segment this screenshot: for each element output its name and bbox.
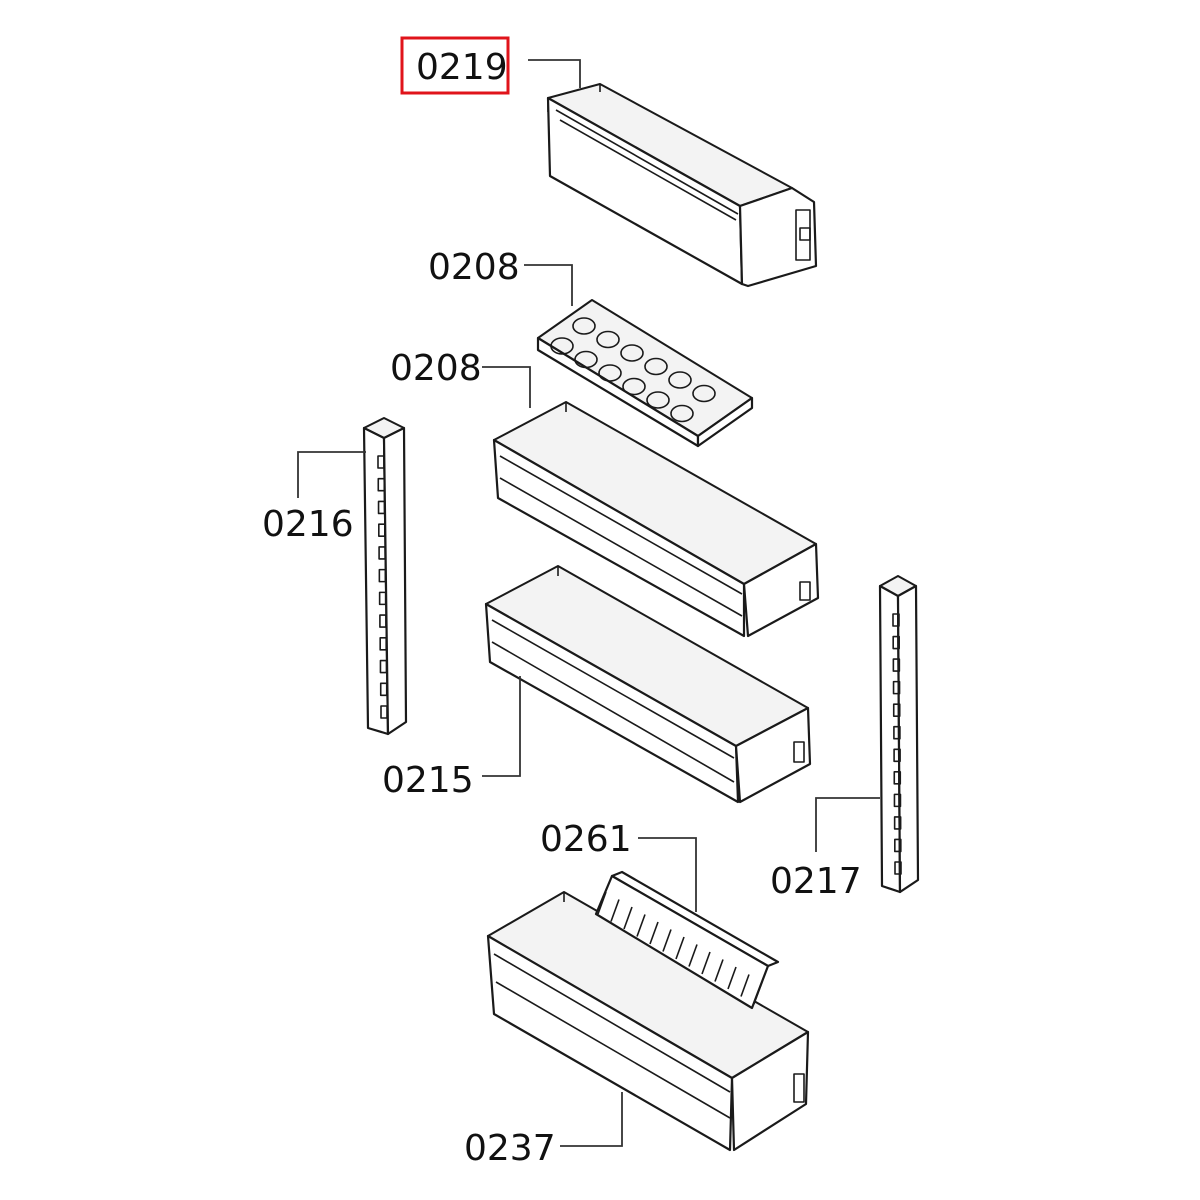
comb-tooth bbox=[662, 929, 672, 952]
rail-slots bbox=[377, 455, 388, 719]
egg-hole bbox=[646, 391, 670, 409]
rail-slot bbox=[893, 725, 901, 740]
callout-0208-shelf[interactable]: 0208 bbox=[390, 348, 482, 389]
callout-0261[interactable]: 0261 bbox=[540, 819, 632, 860]
callout-0216[interactable]: 0216 bbox=[262, 504, 354, 545]
callout-labels: 0219 0208 0208 0216 0215 0261 0217 0237 bbox=[262, 47, 862, 1169]
leader-0237 bbox=[560, 1092, 623, 1147]
comb-tooth bbox=[623, 906, 633, 930]
rail-slot bbox=[378, 591, 387, 606]
comb-teeth bbox=[597, 891, 763, 1005]
part-0219-compartment[interactable] bbox=[546, 83, 818, 288]
rail-slot bbox=[893, 816, 902, 830]
rail-slots bbox=[892, 613, 902, 875]
egg-hole bbox=[692, 384, 716, 403]
leader-0219 bbox=[528, 59, 581, 88]
rail-slot bbox=[377, 477, 386, 492]
part-0261-bottle-holder[interactable] bbox=[594, 870, 780, 1010]
egg-hole bbox=[622, 377, 646, 396]
comb-tooth bbox=[714, 959, 724, 982]
rail-slot bbox=[892, 635, 900, 650]
egg-hole bbox=[574, 350, 598, 369]
part-0208-egg-tray[interactable] bbox=[536, 299, 754, 448]
part-0237-door-shelf[interactable] bbox=[486, 891, 810, 1152]
callout-0237[interactable]: 0237 bbox=[464, 1128, 556, 1169]
comb-tooth bbox=[649, 921, 659, 945]
comb-tooth bbox=[701, 951, 711, 975]
egg-holes bbox=[550, 317, 716, 423]
egg-hole bbox=[572, 317, 596, 335]
rail-slot bbox=[380, 705, 388, 719]
comb-tooth bbox=[688, 944, 698, 967]
callout-0208-egg-tray[interactable]: 0208 bbox=[428, 247, 520, 288]
selected-part-highlight bbox=[400, 36, 510, 95]
rail-slot bbox=[893, 748, 901, 763]
leader-0215 bbox=[482, 676, 521, 777]
rail-slot bbox=[892, 703, 901, 717]
part-0216-door-rail[interactable] bbox=[362, 417, 408, 736]
egg-hole bbox=[670, 404, 694, 423]
part-0208-door-shelf[interactable] bbox=[492, 401, 820, 638]
comb-tooth bbox=[610, 899, 620, 922]
rail-slot bbox=[377, 500, 386, 515]
leader-lines bbox=[297, 59, 880, 1147]
egg-hole bbox=[596, 330, 620, 349]
rail-slot bbox=[379, 659, 388, 674]
egg-hole bbox=[550, 337, 574, 355]
comb-tooth bbox=[753, 981, 763, 1005]
egg-hole bbox=[620, 344, 644, 362]
leader-0208-egg-tray bbox=[524, 264, 573, 306]
rail-slot bbox=[894, 838, 902, 853]
comb-tooth bbox=[675, 936, 685, 960]
rail-slot bbox=[379, 682, 388, 697]
callout-0217[interactable]: 0217 bbox=[770, 861, 862, 902]
part-0215-door-shelf[interactable] bbox=[484, 565, 812, 804]
comb-tooth bbox=[636, 914, 646, 937]
leader-0216 bbox=[297, 451, 366, 498]
rail-slot bbox=[378, 568, 387, 583]
egg-hole bbox=[598, 364, 622, 382]
rail-slot bbox=[378, 523, 386, 537]
egg-hole bbox=[668, 371, 692, 389]
rail-slot bbox=[892, 658, 901, 672]
comb-tooth bbox=[740, 974, 750, 997]
rail-slot bbox=[379, 637, 387, 651]
rail-slot bbox=[894, 861, 902, 875]
callout-0215[interactable]: 0215 bbox=[382, 760, 474, 801]
leader-0208-shelf bbox=[482, 366, 531, 408]
callout-0219[interactable]: 0219 bbox=[416, 47, 508, 88]
leader-0217 bbox=[815, 797, 880, 852]
rail-slot bbox=[892, 613, 900, 627]
comb-tooth bbox=[597, 891, 607, 915]
leader-0261 bbox=[638, 837, 697, 912]
rail-slot bbox=[377, 455, 385, 469]
rail-slot bbox=[892, 680, 901, 695]
egg-hole bbox=[644, 357, 668, 376]
rail-slot bbox=[893, 793, 902, 808]
comb-tooth bbox=[727, 966, 737, 990]
rail-slot bbox=[379, 614, 387, 628]
part-0217-door-rail[interactable] bbox=[878, 575, 920, 894]
rail-slot bbox=[893, 771, 902, 785]
rail-slot bbox=[378, 546, 386, 560]
